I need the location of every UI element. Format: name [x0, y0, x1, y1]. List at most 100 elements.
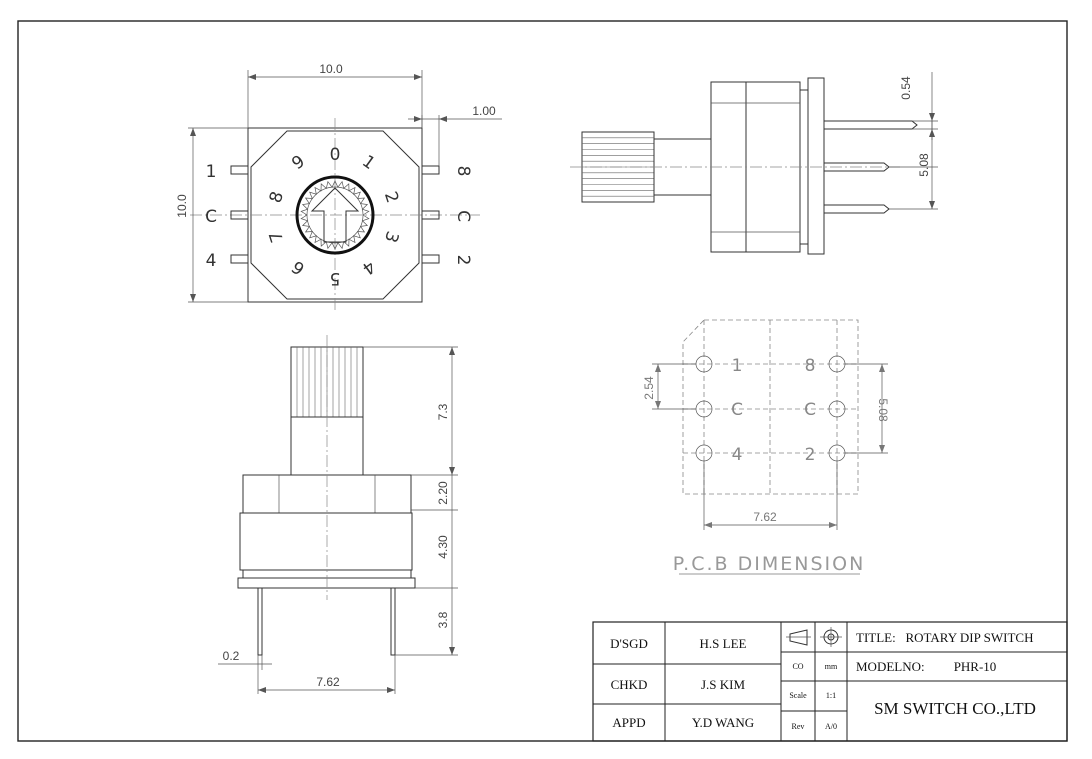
tb-chkd-label: CHKD [611, 677, 648, 692]
pin-right-c [421, 210, 440, 220]
pcb-hole [828, 400, 846, 418]
dial-number-1: 1 [358, 152, 379, 175]
dial-number-7: 7 [266, 228, 288, 244]
tb-rev-label: Rev [792, 722, 805, 731]
pcb-holes [695, 355, 846, 462]
top-view-octagon [250, 130, 420, 300]
arrow-head [190, 128, 196, 136]
dial-inner [306, 186, 364, 244]
projection-circle-icon [820, 627, 842, 647]
pin-label-2: 2 [453, 255, 473, 266]
tb-rev-value: A/0 [825, 722, 837, 731]
dial-numbers: 0 1 2 3 4 5 6 7 8 9 [266, 145, 402, 288]
arrow-head [449, 647, 455, 655]
arrow-head [414, 74, 422, 80]
front-lower-body [239, 512, 413, 571]
tb-appd-label: APPD [612, 715, 645, 730]
dial-number-3: 3 [380, 228, 402, 244]
pcb-view: 1 C 4 8 C 2 2.54 5.08 7.62 P.C.B DIMENSI… [642, 319, 890, 575]
arrow-head [414, 116, 422, 122]
dim-pitch-label: 7.62 [316, 675, 340, 689]
pin-label-4: 4 [206, 251, 217, 271]
arrow-head [190, 294, 196, 302]
pin-left-1 [230, 165, 249, 175]
pcb-outline [682, 319, 859, 495]
dim-leg-label: 3.8 [436, 611, 450, 628]
sheet-border [17, 20, 1068, 742]
dial-number-6: 6 [288, 256, 309, 279]
pcb-dim-254-label: 2.54 [642, 376, 656, 400]
tb-chkd-name: J.S KIM [701, 677, 746, 692]
dim-thick-label: 0.2 [223, 649, 240, 663]
pcb-dim-762-label: 7.62 [753, 510, 777, 524]
dim-lower-label: 4.30 [436, 535, 450, 559]
dial-number-5: 5 [330, 268, 341, 288]
arrow-head [829, 522, 837, 528]
tb-co-value: mm [825, 662, 838, 671]
dim-width-label: 10.0 [319, 62, 343, 76]
front-leg-left [257, 587, 263, 656]
arrow-head [387, 687, 395, 693]
pcb-title: P.C.B DIMENSION [673, 553, 866, 575]
pcb-label-1: 1 [732, 356, 743, 376]
tb-appd-name: Y.D WANG [692, 715, 754, 730]
pin-label-c-right: C [453, 210, 473, 222]
title-block: D'SGD H.S LEE CHKD J.S KIM APPD Y.D WANG… [592, 621, 1068, 742]
pcb-label-c-left: C [731, 400, 743, 420]
tb-dsgd-label: D'SGD [610, 636, 648, 651]
arrow-head [655, 364, 661, 372]
front-base [237, 577, 416, 589]
dim-pin-label: 1.00 [472, 104, 496, 118]
pin-left-c [230, 210, 249, 220]
tb-scale-value: 1:1 [826, 691, 836, 700]
top-view: 0 1 2 3 4 5 6 7 8 9 1 C 4 8 C 2 [175, 62, 502, 312]
side-base [807, 77, 825, 255]
pcb-dim-508-label: 5.08 [876, 398, 890, 422]
tb-co-label: CO [792, 662, 803, 671]
pcb-label-8: 8 [805, 356, 816, 376]
projection-icon [786, 629, 811, 646]
arrow-icon [310, 187, 360, 243]
pin-right-2 [421, 254, 440, 264]
projection-trapezoid [789, 629, 808, 646]
pin-right-8 [421, 165, 440, 175]
dim-height-label: 10.0 [175, 194, 189, 218]
dial-number-4: 4 [358, 256, 379, 279]
arrow-head [879, 364, 885, 372]
pin-left-4 [230, 254, 249, 264]
arrow-head [248, 74, 256, 80]
tb-model-value: PHR-10 [954, 659, 997, 674]
arrow-head [258, 687, 266, 693]
pcb-label-2: 2 [805, 445, 816, 465]
arrow-head [704, 522, 712, 528]
pin-label-c-left: C [205, 207, 217, 227]
pcb-label-c-right: C [804, 400, 816, 420]
dial-outer [295, 175, 375, 255]
arrow-head [449, 467, 455, 475]
dial-number-0: 0 [330, 145, 341, 165]
tb-dsgd-name: H.S LEE [700, 636, 747, 651]
dim-upper-label: 2.20 [436, 481, 450, 505]
dial-number-8: 8 [266, 189, 288, 205]
arrow-head [929, 113, 935, 121]
arrow-head [655, 401, 661, 409]
top-view-pins [230, 165, 440, 264]
dial-number-2: 2 [380, 189, 402, 205]
pcb-label-4: 4 [732, 445, 743, 465]
arrow-head [879, 445, 885, 453]
side-pin-3 [824, 204, 890, 214]
side-pin-1 [824, 120, 918, 130]
pin-label-1: 1 [206, 162, 217, 182]
arrow-head [929, 201, 935, 209]
front-leg-right [390, 587, 396, 656]
arrow-head [439, 116, 447, 122]
dial-number-9: 9 [288, 152, 309, 175]
front-view: 7.3 2.20 4.30 3.8 0.2 7.62 [218, 335, 458, 694]
arrow-head [449, 347, 455, 355]
tb-title: TITLE: ROTARY DIP SWITCH [856, 630, 1033, 645]
tb-company: SM SWITCH CO.,LTD [874, 699, 1036, 718]
dim-pitch-label: 5.08 [917, 153, 931, 177]
side-view: 0.54 5.08 [570, 72, 938, 255]
dim-shaft-label: 7.3 [436, 403, 450, 420]
